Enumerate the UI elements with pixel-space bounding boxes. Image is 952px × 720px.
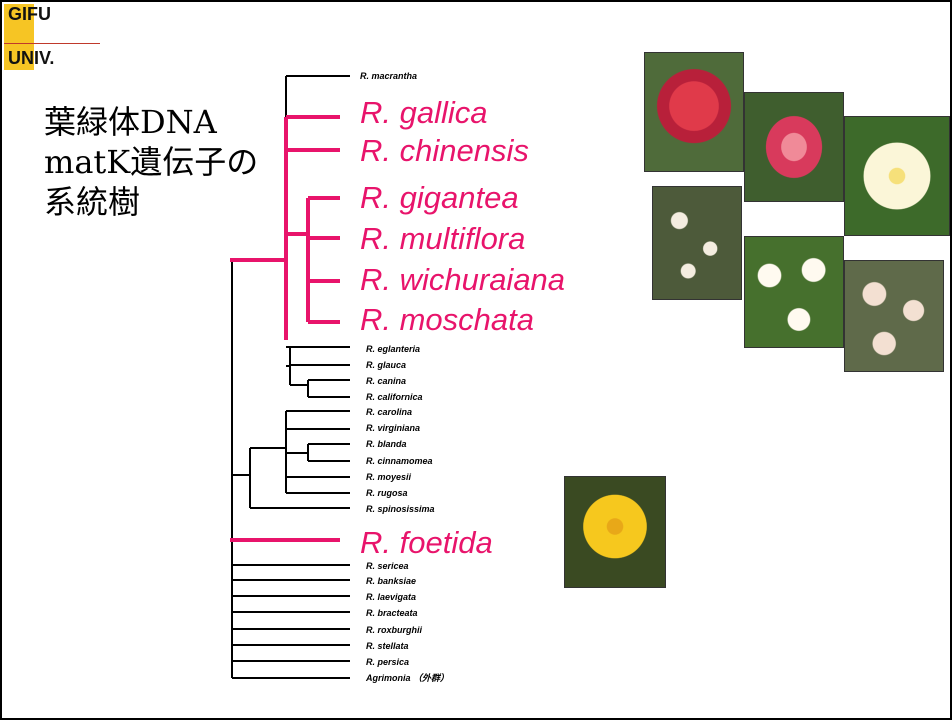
- taxon-blanda: R. blanda: [366, 439, 407, 449]
- taxon-glauca: R. glauca: [366, 360, 406, 370]
- taxon-moyesii: R. moyesii: [366, 472, 411, 482]
- rose-photo-gigantea: [844, 116, 950, 236]
- taxon-rugosa: R. rugosa: [366, 488, 408, 498]
- taxon-moschata: R. moschata: [360, 303, 534, 337]
- taxon-gigantea: R. gigantea: [360, 181, 519, 215]
- taxon-cinnamomea: R. cinnamomea: [366, 456, 433, 466]
- taxon-californica: R. californica: [366, 392, 423, 402]
- rose-photo-chinensis: [744, 92, 844, 202]
- black-branches: [232, 76, 350, 678]
- taxon-bracteata: R. bracteata: [366, 608, 418, 618]
- taxon-canina: R. canina: [366, 376, 406, 386]
- rose-photo-multiflora: [652, 186, 742, 300]
- taxon-laevigata: R. laevigata: [366, 592, 416, 602]
- taxon-chinensis: R. chinensis: [360, 134, 529, 168]
- taxon-sericea: R. sericea: [366, 561, 409, 571]
- taxon-gallica: R. gallica: [360, 96, 488, 130]
- taxon-agrimonia: Agrimonia （外群）: [366, 673, 449, 683]
- taxon-multiflora: R. multiflora: [360, 222, 525, 256]
- rose-photo-gallica: [644, 52, 744, 172]
- rose-photo-wichuraiana: [744, 236, 844, 348]
- taxon-stellata: R. stellata: [366, 641, 409, 651]
- rose-photo-moschata: [844, 260, 944, 372]
- taxon-roxburghii: R. roxburghii: [366, 625, 422, 635]
- taxon-eglanteria: R. eglanteria: [366, 344, 420, 354]
- taxon-foetida: R. foetida: [360, 526, 493, 560]
- taxon-wichuraiana: R. wichuraiana: [360, 263, 565, 297]
- taxon-virginiana: R. virginiana: [366, 423, 420, 433]
- taxon-banksiae: R. banksiae: [366, 576, 416, 586]
- taxon-macrantha: R. macrantha: [360, 71, 417, 81]
- taxon-persica: R. persica: [366, 657, 409, 667]
- taxon-spinosissima: R. spinosissima: [366, 504, 435, 514]
- rose-photo-foetida: [564, 476, 666, 588]
- taxon-carolina: R. carolina: [366, 407, 412, 417]
